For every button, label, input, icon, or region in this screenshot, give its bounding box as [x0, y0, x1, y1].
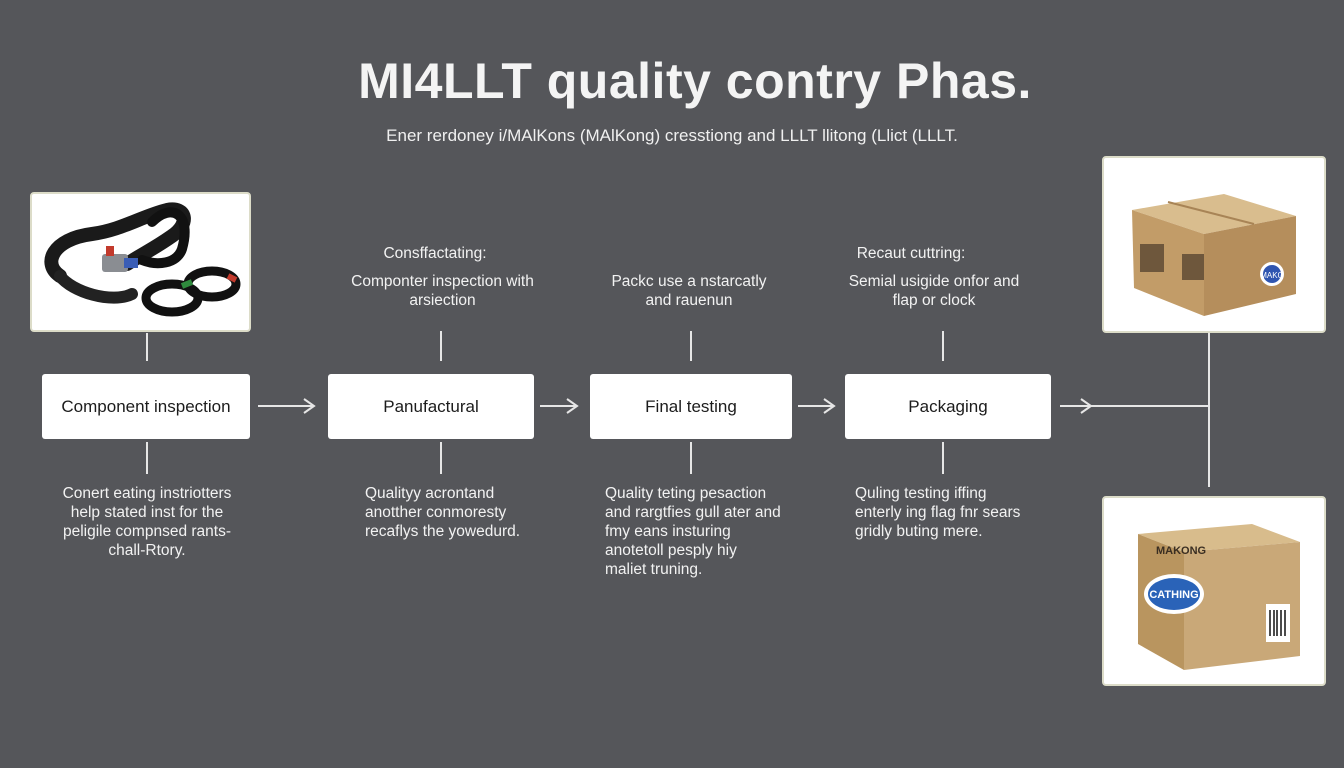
- step-note-above: Semial usigide onfor and flap or clock: [848, 273, 1020, 309]
- diagram-subtitle: Ener rerdoney i/MAlKons (MAlKong) cresst…: [386, 126, 958, 145]
- box-bottom-badge: CATHING: [1149, 589, 1198, 601]
- box-image-top: MAKG: [1102, 156, 1326, 333]
- connector-line: [146, 333, 148, 361]
- box-image-bottom: MAKONG CATHING: [1102, 496, 1326, 686]
- step-box-packaging: Packaging: [845, 374, 1051, 439]
- arrow-icon: [258, 398, 316, 414]
- arrow-icon: [540, 398, 579, 414]
- connector-line: [690, 331, 692, 361]
- arrow-icon: [798, 398, 836, 414]
- bracket-line: [1090, 405, 1210, 407]
- step-note-below: Conert eating instriotters help stated i…: [62, 485, 232, 559]
- connector-line: [440, 331, 442, 361]
- step-box-manufacturing: Panufactural: [328, 374, 534, 439]
- connector-line: [690, 442, 692, 474]
- step-note-below: Qualityy acrontand anotther conmoresty r…: [365, 485, 521, 540]
- step-note-above: Componter inspection with arsiection: [351, 273, 534, 309]
- connector-line: [942, 442, 944, 474]
- box-top-brand: MAKG: [1260, 271, 1284, 280]
- arrow-icon: [1060, 398, 1093, 414]
- step-note-below: Quality teting pesaction and rargtfies g…: [605, 485, 781, 578]
- box-bottom-brand: MAKONG: [1156, 545, 1206, 557]
- product-image: [30, 192, 251, 332]
- cardboard-box-icon: MAKG: [1132, 194, 1296, 316]
- connector-line: [942, 331, 944, 361]
- diagram-title: MI4LLT quality contry Phas.: [358, 53, 1032, 109]
- step-heading: Recaut cuttring:: [856, 245, 966, 262]
- bracket-line: [1208, 333, 1210, 487]
- step-box-component-inspection: Component inspection: [42, 374, 250, 439]
- connector-line: [440, 442, 442, 474]
- strap-product-icon: [44, 202, 241, 317]
- step-heading: Consffactating:: [383, 245, 487, 262]
- step-box-final-testing: Final testing: [590, 374, 792, 439]
- step-note-below: Quling testing iffing enterly ing flag f…: [855, 485, 1021, 540]
- connector-line: [146, 442, 148, 474]
- step-note-above: Packc use a nstarcatly and rauenun: [611, 273, 767, 309]
- cardboard-box-icon: MAKONG CATHING: [1138, 524, 1300, 670]
